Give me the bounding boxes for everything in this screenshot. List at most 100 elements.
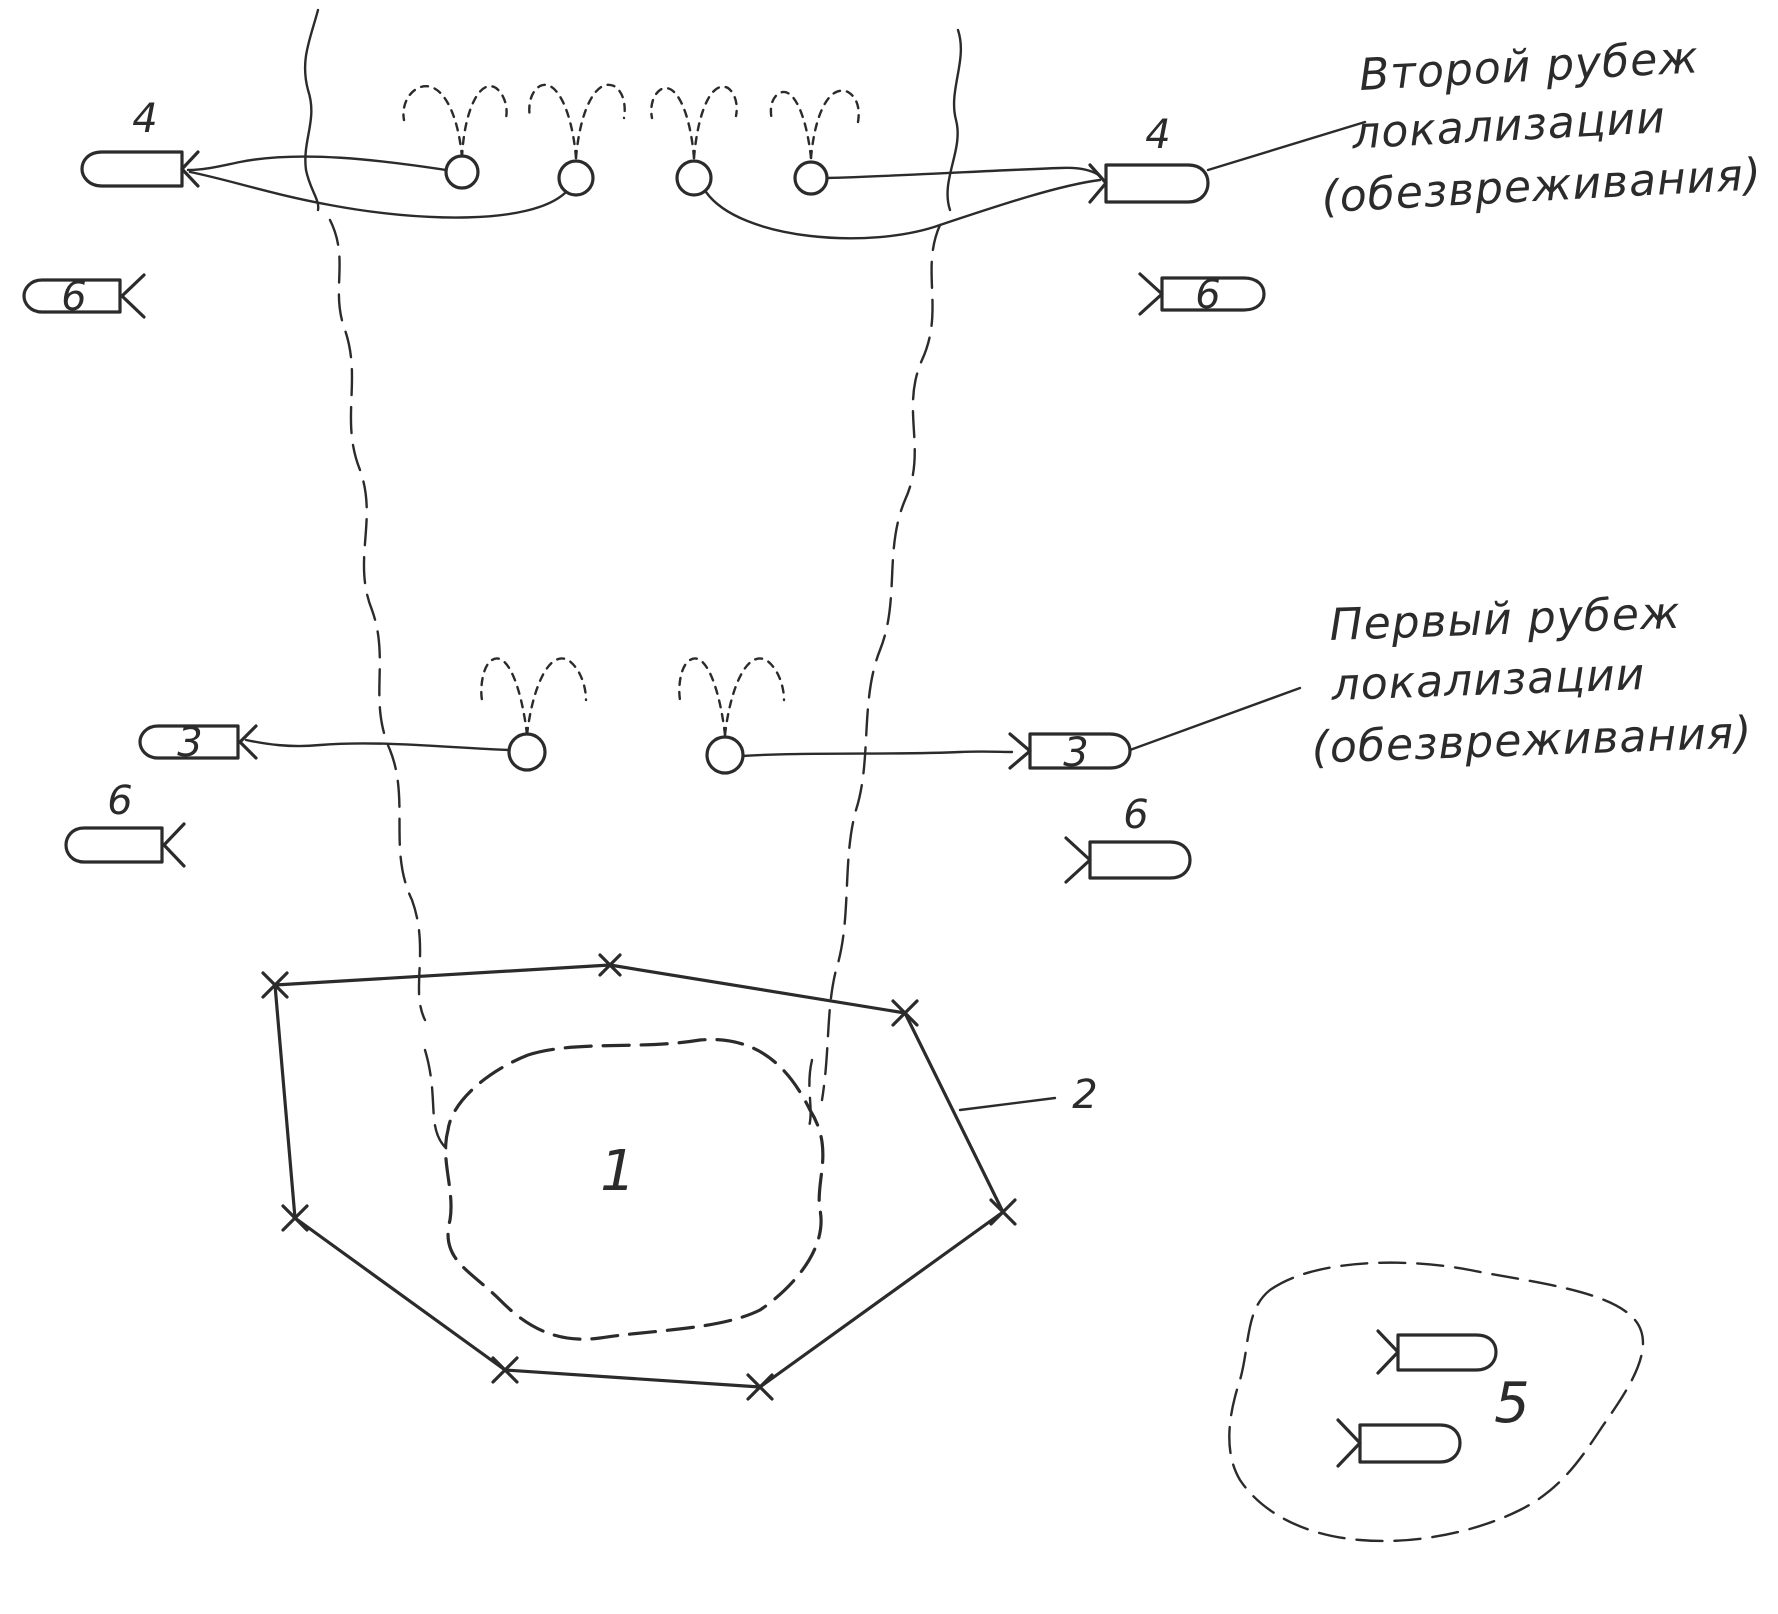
reserve-area: 5 <box>1228 1261 1645 1543</box>
nozzle <box>705 735 745 775</box>
truck-fork <box>238 724 258 760</box>
spray-jet <box>650 86 696 160</box>
cordon-marker-4 <box>989 1198 1017 1226</box>
hose <box>704 178 1102 240</box>
truck-number: 6 <box>107 778 132 824</box>
spray-jet <box>574 83 626 160</box>
hose <box>741 750 1014 758</box>
fire-truck-6-middle-right: 6 <box>1064 792 1192 884</box>
nozzle <box>507 732 547 772</box>
cordon-line <box>273 963 1005 1389</box>
truck-fork <box>162 822 186 868</box>
first-line-caption-l3: (обезвреживания) <box>1311 707 1753 773</box>
truck-fork <box>1088 163 1108 204</box>
nozzle <box>675 159 713 197</box>
truck-body <box>22 278 122 314</box>
truck-body <box>1104 163 1210 204</box>
second-line-caption-l2: локализации <box>1350 92 1667 159</box>
first-line-leader <box>1128 686 1302 752</box>
cloud-inner-left <box>423 1048 450 1152</box>
truck-number: 6 <box>1123 792 1148 838</box>
nozzle <box>444 154 480 190</box>
truck-fork <box>1064 836 1092 884</box>
truck-fork <box>1376 1329 1400 1375</box>
hose <box>244 738 511 752</box>
truck-number: 6 <box>1195 272 1220 318</box>
cordon-leader <box>958 1096 1057 1112</box>
fire-truck-6-top-right: 6 <box>1138 272 1266 318</box>
spray-jet <box>480 657 529 737</box>
spray-jet <box>402 85 464 160</box>
second-line-caption: Второй рубеж локализации (обезвреживания… <box>1314 29 1763 223</box>
spray-jet <box>692 85 738 160</box>
nozzle <box>793 160 829 196</box>
fire-truck-6-top-left: 6 <box>22 273 146 320</box>
spray-jets-top <box>402 83 860 160</box>
truck-fork <box>120 273 146 319</box>
reserve-area-number: 5 <box>1494 1371 1530 1436</box>
fire-truck-4-left: 4 <box>80 96 200 188</box>
truck-body <box>1088 840 1192 880</box>
spray-jet <box>460 85 508 160</box>
truck-body <box>1358 1423 1462 1464</box>
truck-number: 4 <box>132 96 157 142</box>
first-line-caption: Первый рубеж локализации (обезвреживания… <box>1307 585 1754 773</box>
spill-zone-number: 1 <box>600 1139 636 1204</box>
truck-body <box>80 150 184 188</box>
truck-fork <box>180 150 200 188</box>
reserve-area-outline <box>1228 1261 1645 1543</box>
second-line-leader <box>1206 120 1367 172</box>
cordon-marker-3 <box>891 999 919 1027</box>
fire-truck-4-right: 4 <box>1088 112 1210 204</box>
truck-fork <box>1336 1418 1362 1468</box>
cordon-number: 2 <box>1072 1072 1097 1118</box>
truck-number: 4 <box>1145 112 1170 158</box>
spray-jet <box>528 83 578 160</box>
hose <box>186 155 448 172</box>
second-line-caption-l1: Второй рубеж <box>1358 32 1700 101</box>
spray-jet <box>678 657 727 737</box>
first-line-caption-l2: локализации <box>1330 649 1646 711</box>
spray-jet <box>723 657 786 737</box>
first-line-caption-l1: Первый рубеж <box>1329 588 1682 651</box>
cloud-boundary-right <box>820 223 942 1102</box>
cloud-boundary-top-left <box>303 8 320 212</box>
fire-truck-3-right: 3 <box>1008 730 1132 776</box>
truck-number: 3 <box>1063 730 1088 776</box>
spray-jet <box>809 89 860 160</box>
reserve-truck-2 <box>1336 1418 1462 1468</box>
nozzle <box>557 159 595 197</box>
cloud-boundary-left <box>328 218 427 1022</box>
spray-jet <box>525 657 588 737</box>
truck-body <box>64 826 164 864</box>
spill-zone-outline <box>444 1037 825 1341</box>
fire-truck-3-left: 3 <box>138 720 258 766</box>
cordon-marker-6 <box>491 1356 519 1384</box>
hose <box>188 170 567 219</box>
reserve-truck-1 <box>1376 1329 1498 1375</box>
truck-fork <box>1008 732 1032 770</box>
cloud-boundary-top-right <box>946 28 963 212</box>
cordon-marker-5 <box>746 1373 774 1401</box>
truck-fork <box>1138 272 1164 316</box>
cordon-markers <box>261 953 1017 1401</box>
fire-truck-6-middle-left: 6 <box>64 778 186 868</box>
cordon-marker-7 <box>281 1204 309 1232</box>
truck-body <box>1396 1333 1498 1372</box>
cloud-boundaries <box>303 8 963 1152</box>
second-line-caption-l3: (обезвреживания) <box>1320 149 1763 223</box>
cordon-polygon: 2 <box>261 953 1098 1401</box>
truck-number: 3 <box>177 720 202 766</box>
cordon-marker-2 <box>598 953 622 977</box>
cordon-marker-1 <box>261 971 289 999</box>
hose <box>825 166 1102 180</box>
cloud-inner-right <box>806 1058 814 1132</box>
truck-body <box>1160 276 1266 312</box>
truck-number: 6 <box>61 274 86 320</box>
second-localization-line: 4 4 6 6 Второй рубеж локализации (обезвр… <box>22 29 1763 320</box>
spray-jets-middle <box>480 657 786 737</box>
truck-body <box>138 724 240 760</box>
first-localization-line: 3 3 6 6 Первый рубеж локализации (обезвр… <box>64 585 1754 884</box>
spray-jet <box>769 90 813 160</box>
